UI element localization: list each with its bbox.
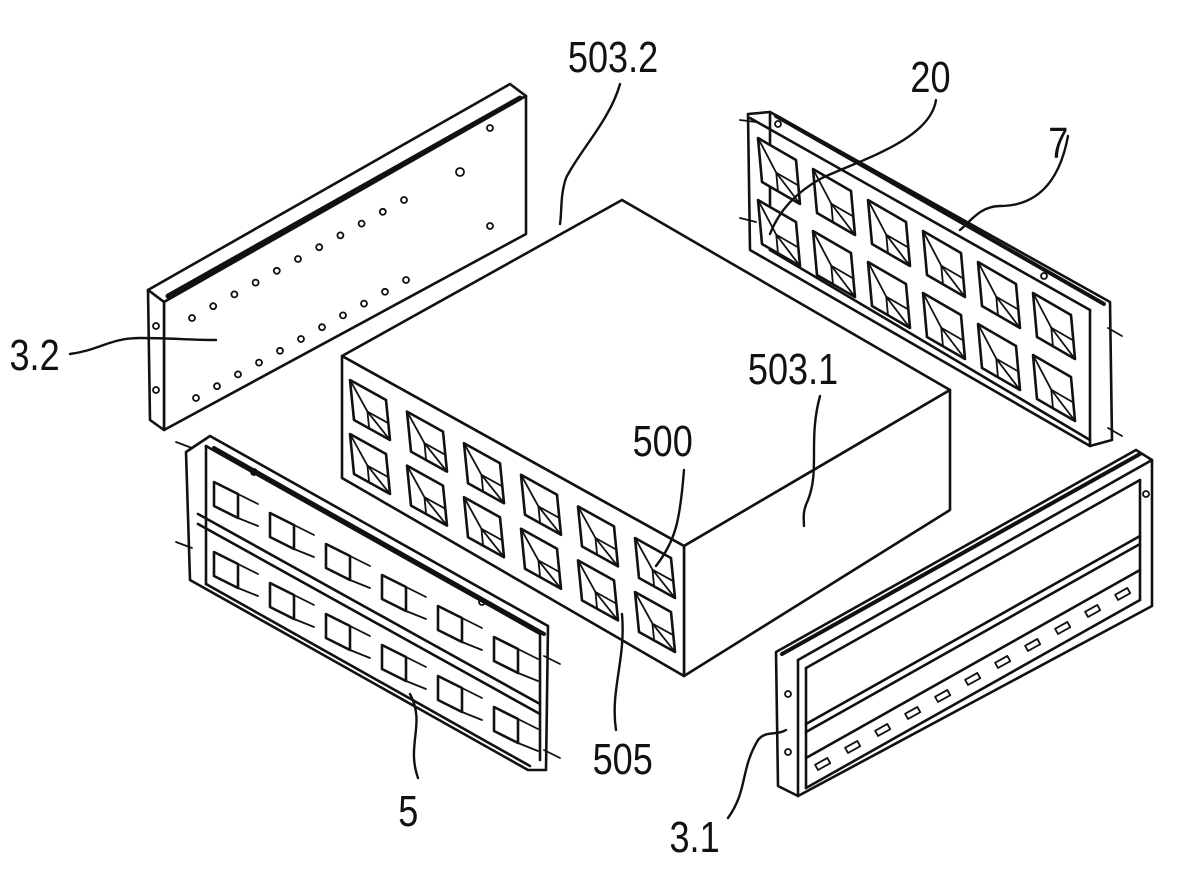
block-cavity-grid: [348, 378, 677, 654]
bolt-hole: [315, 243, 324, 252]
bolt-hole: [152, 386, 160, 394]
bolt-hole: [400, 196, 408, 204]
panel-slot: [1084, 604, 1102, 618]
panel-slot: [964, 672, 982, 686]
panel-slot: [1024, 638, 1042, 652]
panel-slot-row: [814, 587, 1132, 771]
block-cavity: [462, 441, 506, 505]
mold-block-503: [340, 198, 952, 678]
panel-insert: [268, 511, 315, 558]
block-cavity: [576, 559, 620, 622]
panel-insert: [492, 705, 539, 752]
bolt-hole: [297, 335, 305, 343]
block-cavity: [405, 464, 449, 527]
block-cavity: [348, 432, 392, 496]
panel-cavity: [1031, 291, 1077, 361]
panel-cavity: [1031, 353, 1077, 423]
bolt-hole: [381, 287, 389, 296]
front-panel-3-1: [774, 448, 1154, 798]
label-503-2: 503.2: [568, 33, 658, 82]
bolt-hole: [152, 322, 160, 330]
panel-insert: [268, 581, 315, 628]
side-panel-5: [175, 434, 561, 772]
leader-lines: [68, 82, 1070, 820]
panel-insert: [380, 573, 427, 620]
panel-cavity: [866, 198, 912, 268]
bolt-hole: [360, 299, 368, 308]
bolt-hole: [234, 370, 242, 379]
panel-cavity: [866, 260, 912, 330]
label-500: 500: [633, 417, 693, 466]
block-cavity: [519, 473, 563, 537]
panel-cavity: [811, 167, 857, 237]
bolt-hole: [402, 276, 410, 284]
panel-cavity: [921, 229, 967, 299]
bolt-hole: [294, 255, 302, 263]
panel-slot: [844, 740, 862, 754]
label-3-1: 3.1: [670, 813, 720, 862]
bolt-hole: [192, 394, 200, 402]
bolt-hole: [486, 124, 494, 132]
block-cavity: [633, 536, 677, 600]
block-cavity: [405, 410, 449, 473]
panel-slot: [904, 706, 922, 720]
label-3-2: 3.2: [10, 331, 60, 380]
bolt-hole: [255, 358, 263, 367]
label-7: 7: [1048, 119, 1068, 168]
reference-labels: 503.2 20 7 3.2 503.1 500 505 5 3.1: [10, 33, 1069, 862]
bolt-hole: [213, 382, 221, 391]
bolt-hole: [357, 219, 366, 228]
panel-slot: [1114, 587, 1132, 601]
panel-slot: [1054, 621, 1072, 635]
bolt-hole: [486, 222, 494, 230]
block-cavity: [462, 495, 506, 559]
panel-insert: [380, 643, 427, 690]
panel-insert: [212, 550, 259, 597]
bolt-hole: [188, 314, 196, 322]
bolt-hole: [272, 266, 281, 275]
panel-insert: [324, 542, 371, 589]
panel-slot: [934, 689, 952, 703]
bolt-hole: [455, 167, 465, 177]
block-cavity: [576, 505, 620, 568]
bolt-hole: [336, 231, 345, 240]
panel-insert: [492, 635, 539, 682]
bolt-hole: [318, 323, 326, 332]
bolt-hole: [339, 311, 347, 320]
panel-slot: [814, 757, 832, 771]
block-cavity: [348, 378, 392, 442]
bolt-hole: [276, 346, 284, 355]
label-5: 5: [398, 787, 418, 836]
back-panel-3-2: [146, 82, 528, 432]
panel-cavity: [756, 136, 802, 206]
panel-insert-grid: [212, 480, 539, 752]
panel-cavity: [976, 260, 1022, 330]
block-cavity: [519, 527, 563, 591]
panel-slot: [994, 655, 1012, 669]
panel-cavity-grid: [756, 136, 1077, 423]
label-20: 20: [910, 53, 950, 102]
label-505: 505: [593, 735, 653, 784]
block-cavity: [633, 590, 677, 654]
panel-insert: [436, 674, 483, 721]
bolt-hole: [230, 290, 239, 299]
panel-slot: [874, 723, 892, 737]
panel-cavity: [976, 322, 1022, 392]
side-panel-7: [739, 110, 1123, 448]
panel-insert: [324, 612, 371, 659]
panel-cavity: [811, 229, 857, 299]
panel-insert: [436, 604, 483, 651]
bolt-hole: [251, 278, 260, 287]
label-503-1: 503.1: [748, 345, 838, 394]
bolt-hole: [378, 207, 387, 216]
bolt-hole: [209, 302, 218, 311]
panel-bolt-holes: [152, 124, 494, 402]
panel-cavity: [921, 291, 967, 361]
panel-insert: [212, 480, 259, 527]
